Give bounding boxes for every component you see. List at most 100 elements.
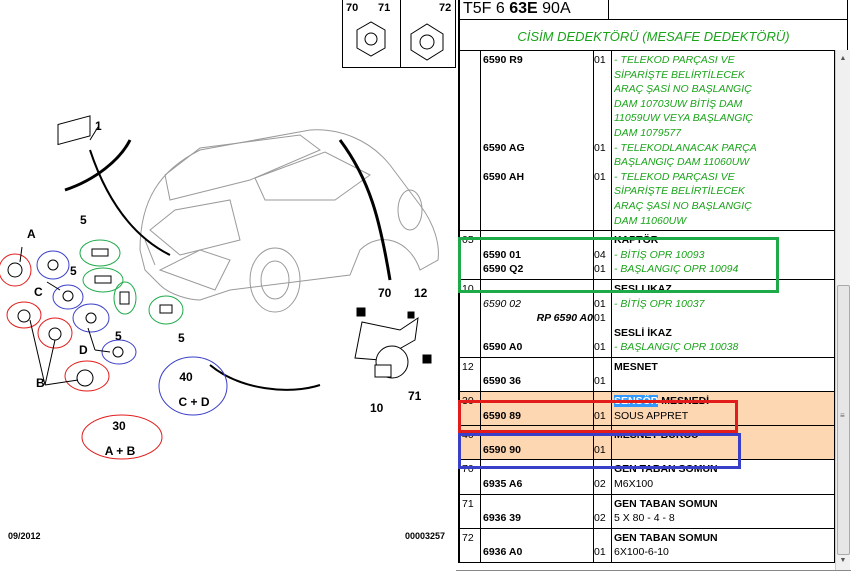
- quantity: [594, 394, 611, 409]
- label-70: 70: [378, 286, 392, 300]
- description: SESLİ İKAZ: [614, 326, 834, 341]
- ref-cell: 10: [460, 279, 481, 357]
- description-text: GEN TABAN SOMUN: [614, 463, 718, 476]
- description: GEN TABAN SOMUN: [614, 462, 834, 477]
- part-number: [481, 428, 593, 443]
- ref-cell: 40: [460, 426, 481, 460]
- ref-number: [460, 248, 480, 263]
- description: - BAŞLANGIÇ OPR 10038: [614, 340, 834, 355]
- description-text: BAŞLANGIÇ DAM 11060UW: [614, 156, 750, 169]
- description-text: SOUS APPRET: [614, 409, 689, 422]
- part-number: 6936 A0: [483, 546, 523, 559]
- quantity-cell: 01: [594, 392, 612, 426]
- part-number: [481, 199, 593, 214]
- scroll-thumb[interactable]: ≡: [837, 285, 850, 555]
- description: BAŞLANGIÇ DAM 11060UW: [614, 155, 834, 170]
- part-number: [481, 497, 593, 512]
- quantity-cell: 01: [594, 426, 612, 460]
- quantity: [594, 428, 611, 443]
- description: SİPARİŞTE BELİRTİLECEK: [614, 184, 834, 199]
- description-text: - BİTİŞ OPR 10093: [614, 248, 705, 261]
- description-text: SİPARİŞTE BELİRTİLECEK: [614, 68, 745, 81]
- part-number: 6936 39: [483, 512, 521, 525]
- description: DAM 11060UW: [614, 214, 834, 229]
- description-text: 5 X 80 - 4 - 8: [614, 512, 675, 525]
- quantity: [594, 68, 611, 83]
- description-text: ARAÇ ŞASİ NO BAŞLANGIÇ: [614, 199, 752, 212]
- scroll-down-icon[interactable]: ▼: [839, 557, 847, 564]
- description-text: - TELEKOD PARÇASI VE: [614, 54, 735, 66]
- description: - BİTİŞ OPR 10093: [614, 248, 834, 263]
- part-number: [481, 155, 593, 170]
- ref-cell: [460, 51, 481, 231]
- label-10: 10: [370, 401, 384, 415]
- selected-text[interactable]: SENSÖR: [614, 395, 659, 408]
- part-number: 6590 AH: [483, 170, 525, 183]
- description: 11059UW VEYA BAŞLANGIÇ: [614, 111, 834, 126]
- quantity: [594, 360, 611, 375]
- part-number: [481, 233, 593, 248]
- description: MESNET BURCU: [614, 428, 834, 443]
- part-number: 6590 01: [483, 248, 521, 261]
- ref-number: 05: [462, 234, 474, 247]
- part-number: [481, 184, 593, 199]
- quantity: 01: [594, 54, 606, 66]
- scroll-up-icon[interactable]: ▲: [839, 55, 847, 62]
- group-40-number: 40: [179, 370, 193, 384]
- description: SOUS APPRET: [614, 409, 834, 424]
- description-cell: MESNET: [612, 360, 834, 389]
- description-text: M6X100: [614, 478, 654, 491]
- description-cell: GEN TABAN SOMUN M6X100: [612, 462, 834, 491]
- part-number: 6590 36: [483, 375, 521, 388]
- quantity: 01: [594, 375, 606, 388]
- quantity: [594, 199, 611, 214]
- label-5: 5: [80, 213, 87, 227]
- quantity: [594, 233, 611, 248]
- description: M6X100: [614, 477, 834, 492]
- description: SİPARİŞTE BELİRTİLECEK: [614, 68, 834, 83]
- description-text: DAM 11060UW: [614, 214, 687, 227]
- ref-number: [460, 409, 480, 424]
- vertical-scrollbar[interactable]: ▲ ≡ ▼: [835, 50, 850, 570]
- quantity: 02: [594, 478, 606, 491]
- description-text: - TELEKOD PARÇASI VE: [614, 170, 735, 183]
- ref-number: [460, 82, 480, 97]
- ref-number: 71: [462, 497, 474, 510]
- nut-70-71: 70 71: [343, 0, 400, 67]
- nut-label-70: 70: [346, 2, 359, 14]
- quantity: 01: [594, 341, 606, 354]
- part-number: [481, 360, 593, 375]
- part-number: [481, 68, 593, 83]
- ref-number: [460, 126, 480, 141]
- group-30-number: 30: [112, 419, 126, 433]
- description: SENSÖR MESNEDİ: [614, 394, 834, 409]
- description: 5 X 80 - 4 - 8: [614, 511, 834, 526]
- description-cell: KAPTÖR- BİTİŞ OPR 10093- BAŞLANGIÇ OPR 1…: [612, 233, 834, 277]
- description: [614, 374, 834, 389]
- description: - TELEKODLANACAK PARÇA: [614, 141, 834, 156]
- description: [614, 311, 834, 326]
- description: GEN TABAN SOMUN: [614, 497, 834, 512]
- catalog-code: T5F 6 63E 90A: [463, 0, 571, 18]
- sensor-bracket: [354, 307, 432, 379]
- part-number: [481, 394, 593, 409]
- ref-number: [460, 68, 480, 83]
- diagram-ref: 00003257: [405, 531, 446, 541]
- description-text: - BAŞLANGIÇ OPR 10038: [614, 341, 739, 354]
- part-number: [481, 82, 593, 97]
